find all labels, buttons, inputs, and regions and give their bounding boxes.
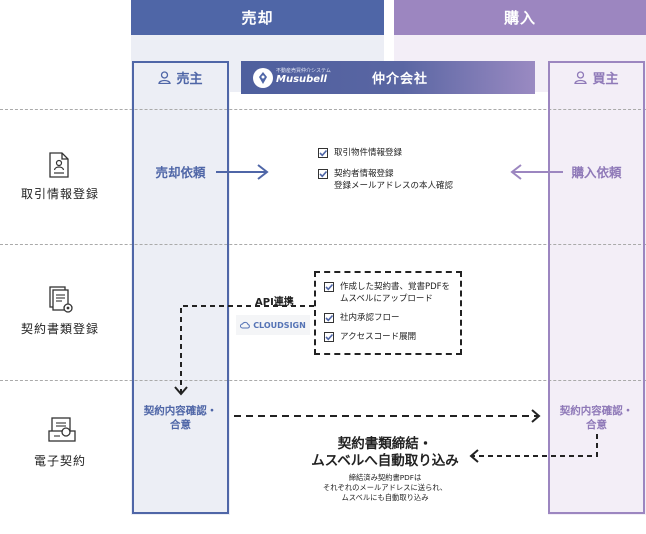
arrow-api-to-seller	[174, 305, 314, 396]
buyer-role: 買主	[548, 63, 645, 91]
document-stack-gear-icon	[49, 286, 73, 313]
row-label-econtract: 電子契約	[33, 454, 86, 468]
checklist-item-label: 契約者情報登録 登録メールアドレスの本人確認	[334, 169, 454, 191]
broker-role-label: 仲介会社	[371, 72, 428, 87]
logo-tagline: 不動産売買仲介システム	[276, 68, 331, 74]
row-divider	[0, 244, 646, 245]
contract-signing-title: 契約書類締結・ ムスベルへ自動取り込み	[311, 436, 459, 469]
checklist-item-label: 取引物件情報登録	[334, 148, 403, 158]
checkbox-checked-icon	[318, 169, 328, 179]
buyer-role-label: 買主	[592, 71, 619, 87]
seller-role: 売主	[132, 63, 229, 91]
arrow-buyer-to-signing	[469, 434, 598, 463]
row-label-documents: 契約書類登録	[20, 322, 99, 336]
seller-role-label: 売主	[176, 71, 203, 87]
step2-checklist: 作成した契約書、覚書PDFを ムスベルにアップロード 社内承認フロー アクセスコ…	[324, 281, 464, 343]
cloud-icon	[240, 321, 251, 329]
api-integration-label: API連携	[255, 297, 294, 308]
seller-confirm-agree: 契約内容確認・ 合意	[143, 405, 218, 431]
row-label-transaction: 取引情報登録	[20, 187, 99, 201]
seller-lane	[132, 61, 229, 514]
person-icon	[574, 70, 588, 84]
cloudsign-logo: CLOUDSIGN	[236, 315, 310, 335]
checklist-item: 契約者情報登録 登録メールアドレスの本人確認	[318, 168, 498, 192]
step1-checklist: 取引物件情報登録 契約者情報登録 登録メールアドレスの本人確認	[318, 147, 498, 192]
checklist-item-label: 作成した契約書、覚書PDFを ムスベルにアップロード	[340, 282, 451, 304]
sell-request: 売却依頼	[155, 165, 206, 180]
step2-box	[314, 271, 462, 355]
buyer-lane	[548, 61, 645, 514]
person-icon	[158, 70, 172, 84]
row-divider	[0, 109, 646, 110]
checklist-item: アクセスコード展開	[324, 331, 464, 343]
checklist-item-label: 社内承認フロー	[340, 313, 400, 323]
checklist-item-label: アクセスコード展開	[340, 332, 417, 342]
checkbox-checked-icon	[324, 282, 334, 292]
buy-request: 購入依頼	[571, 165, 622, 180]
checklist-item: 取引物件情報登録	[318, 147, 498, 159]
row-divider	[0, 380, 646, 381]
sell-header: 売却	[131, 0, 384, 35]
contract-signing-note: 締結済み契約書PDFは それぞれのメールアドレスに送られ、 ムスベルにも自動取り…	[322, 473, 448, 502]
checkbox-checked-icon	[324, 332, 334, 342]
logo-name: Musubell	[276, 74, 327, 85]
broker-header	[241, 61, 535, 94]
checkbox-checked-icon	[318, 148, 328, 158]
broker-lane	[230, 92, 548, 515]
cloudsign-label: CLOUDSIGN	[253, 320, 306, 330]
e-contract-icon	[48, 417, 76, 442]
arrow-buyer-to-broker	[510, 164, 563, 180]
checklist-item: 作成した契約書、覚書PDFを ムスベルにアップロード	[324, 281, 464, 305]
arrow-seller-to-buyer	[234, 409, 541, 423]
arrow-seller-to-broker	[216, 164, 269, 180]
checklist-item: 社内承認フロー	[324, 312, 464, 324]
buy-header: 購入	[394, 0, 646, 35]
document-profile-icon	[49, 152, 69, 178]
checkbox-checked-icon	[324, 313, 334, 323]
buyer-confirm-agree: 契約内容確認・ 合意	[559, 405, 634, 431]
musubell-logo-icon	[253, 68, 273, 88]
